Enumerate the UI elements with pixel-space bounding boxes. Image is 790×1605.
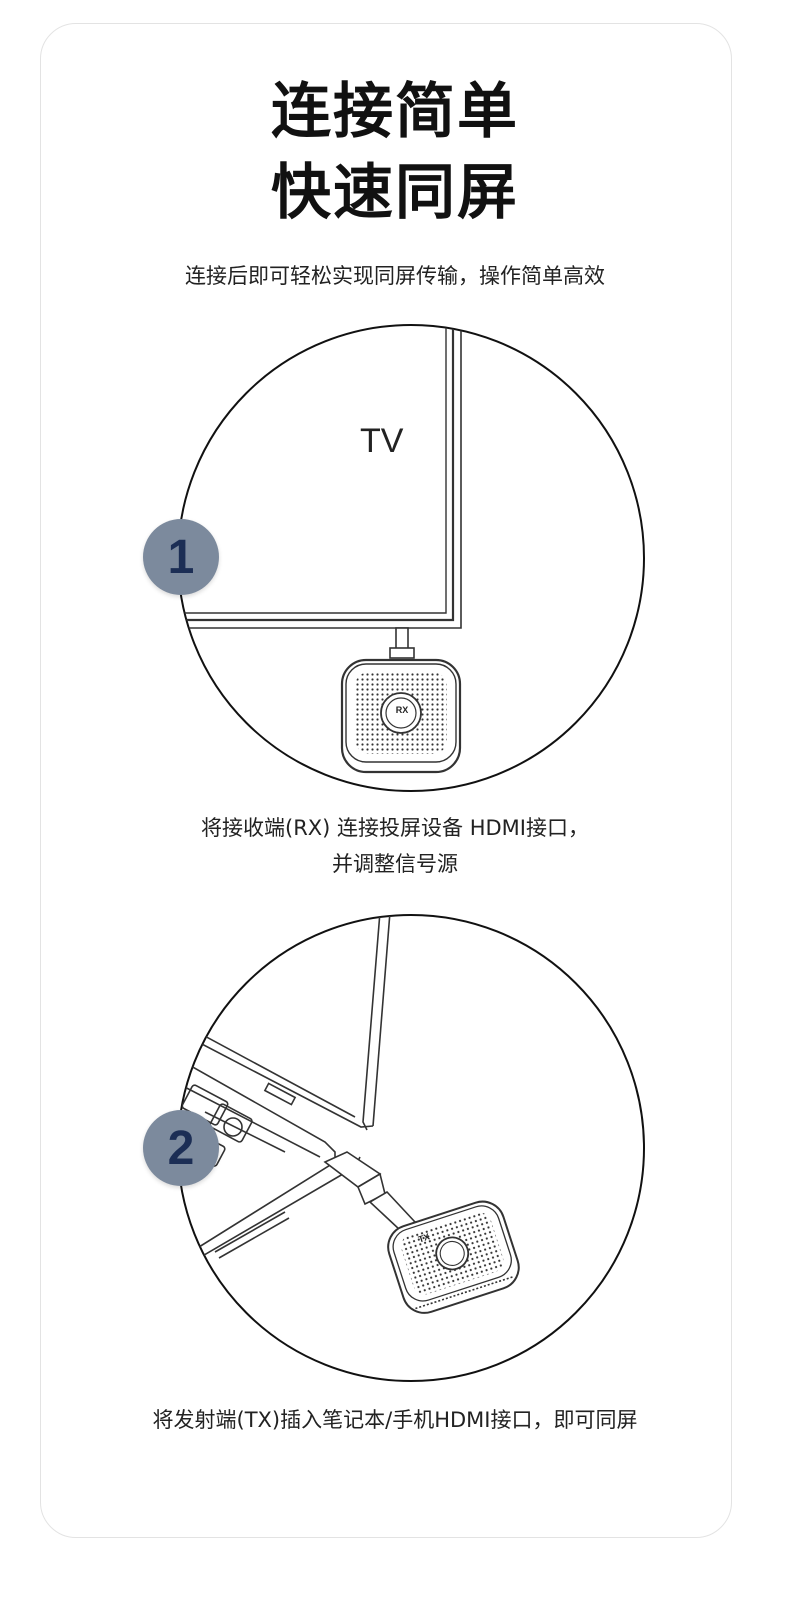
page-title-line1: 连接简单 — [271, 77, 519, 147]
rx-label: RX — [395, 705, 409, 715]
step2-caption: 将发射端(TX)插入笔记本/手机HDMI接口，即可同屏 — [152, 1408, 638, 1432]
step-badge-2: 2 — [143, 1110, 219, 1186]
page-subtitle: 连接后即可轻松实现同屏传输，操作简单高效 — [185, 264, 605, 288]
step1-caption-line1: 将接收端(RX) 连接投屏设备 HDMI接口， — [201, 816, 589, 840]
page-title-line2: 快速同屏 — [271, 158, 519, 228]
step1-caption-line2: 并调整信号源 — [332, 852, 458, 876]
tv-receiver-illustration — [177, 324, 645, 792]
laptop-transmitter-illustration — [177, 914, 645, 1382]
step-badge-1: 1 — [143, 519, 219, 595]
tv-label: TV — [360, 422, 404, 460]
